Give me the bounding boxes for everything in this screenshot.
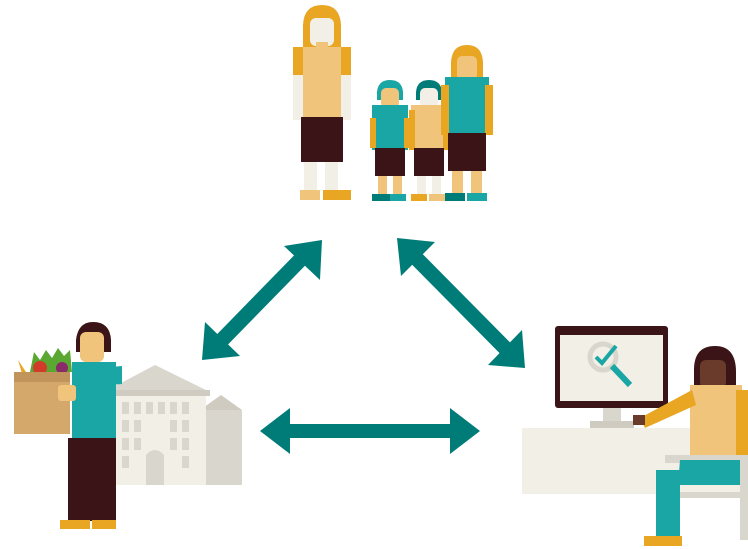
building-icon	[104, 365, 242, 485]
double-arrow-community-to-researcher	[260, 408, 480, 454]
adult-woman-figure	[293, 5, 351, 200]
family-group-icon	[293, 5, 493, 201]
child-figure-2	[409, 80, 449, 201]
person-with-groceries-icon	[14, 322, 122, 529]
double-arrow-family-to-community	[202, 240, 322, 360]
computer-monitor	[555, 326, 668, 428]
person-at-computer-icon	[522, 326, 748, 546]
researcher-figure	[633, 346, 748, 546]
grocery-bag-icon	[14, 348, 76, 434]
child-figure-1	[370, 80, 410, 201]
double-arrow-family-to-researcher	[397, 238, 525, 368]
adult-woman-figure-2	[441, 45, 493, 201]
magnifier-checkmark-icon	[587, 341, 633, 388]
